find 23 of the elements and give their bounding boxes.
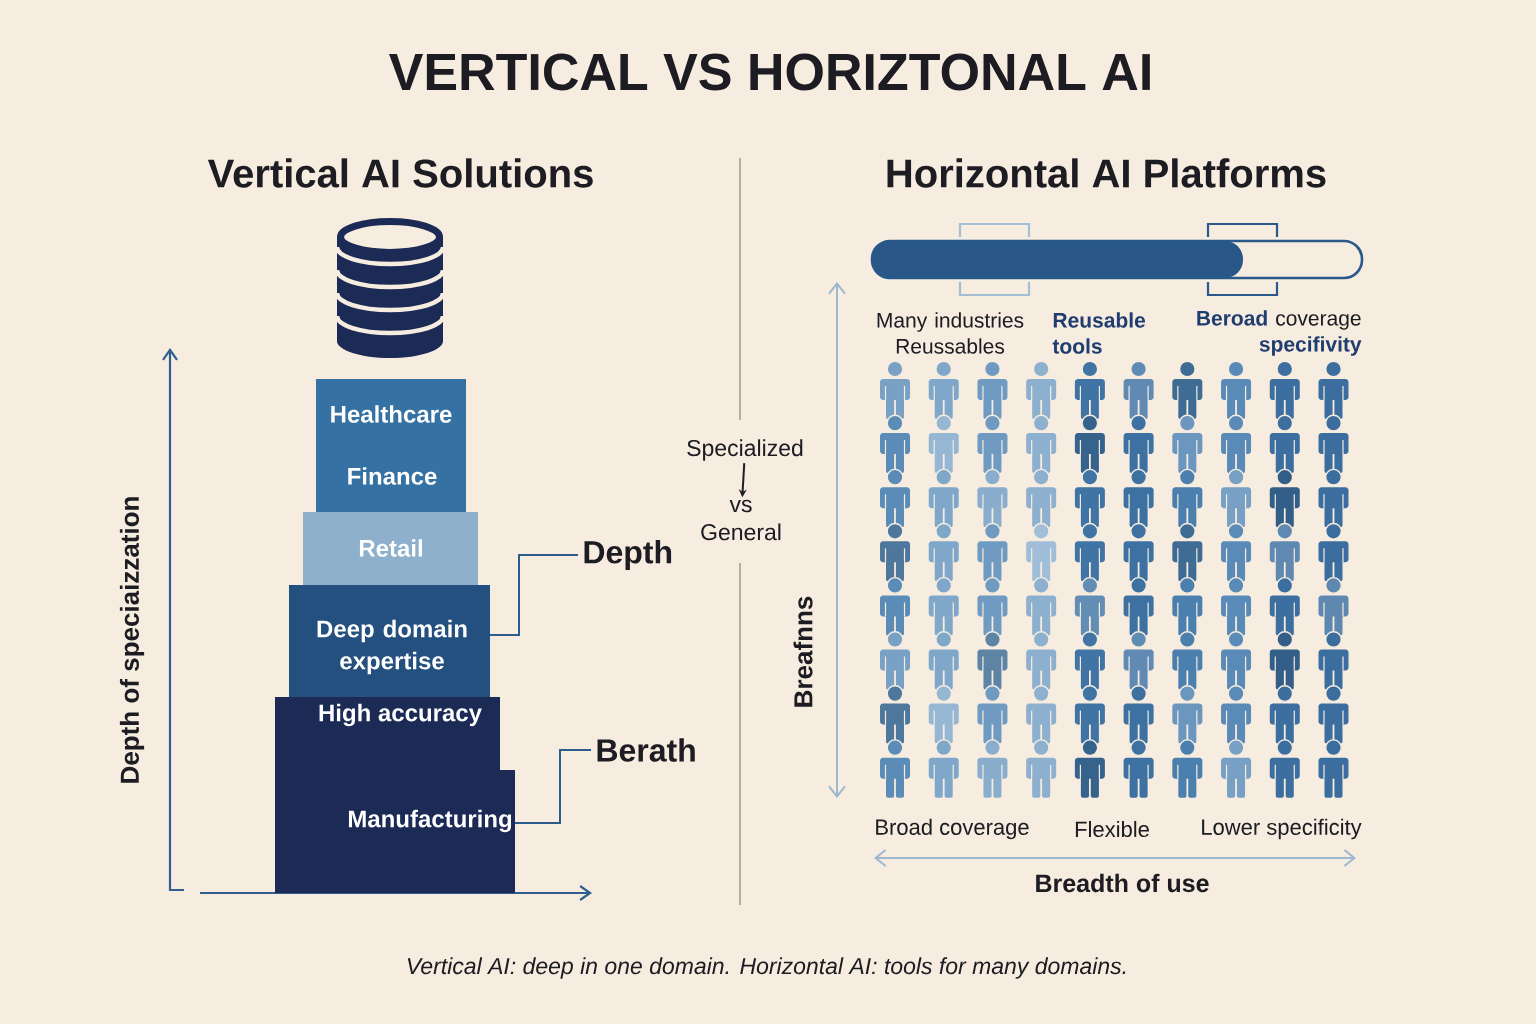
stack-block: High accuracy Manufacturing xyxy=(275,697,515,893)
feature-label: Beroad coverage specifivity xyxy=(1197,310,1362,356)
comparison-label: Specialized xyxy=(687,439,803,461)
caption: Vertical AI: deep in one domain. Horizontal AI: tools for many domains. xyxy=(407,957,1126,979)
feature-label: Broad coverage xyxy=(876,818,1029,840)
section-heading: Vertical AI Solutions xyxy=(207,158,593,188)
axis-label: Depth of speciaizzation xyxy=(119,497,145,783)
feature-label: Lower specificity xyxy=(1202,818,1362,840)
stack-block: Healthcare Finance xyxy=(316,379,466,512)
callout-label: Depth xyxy=(584,540,672,570)
stack-block: Deep domain expertise xyxy=(289,585,490,697)
section-heading: Horizontal AI Platforms xyxy=(887,158,1326,188)
axis-label: Breafnns xyxy=(793,596,813,707)
comparison-label: vs General xyxy=(701,499,781,541)
title: VERTICAL VS HORIZTONAL AI xyxy=(389,53,1150,91)
feature-label: Reusable tools xyxy=(1052,312,1146,354)
leader-line xyxy=(489,554,579,636)
feature-label: Many industries Reussables xyxy=(877,312,1024,354)
callout-label: Berath xyxy=(597,738,695,762)
feature-label: Flexible xyxy=(1075,820,1149,838)
leader-line xyxy=(514,749,592,824)
axis-label: Breadth of use xyxy=(1036,873,1209,893)
stack-block: Retail xyxy=(303,512,478,585)
